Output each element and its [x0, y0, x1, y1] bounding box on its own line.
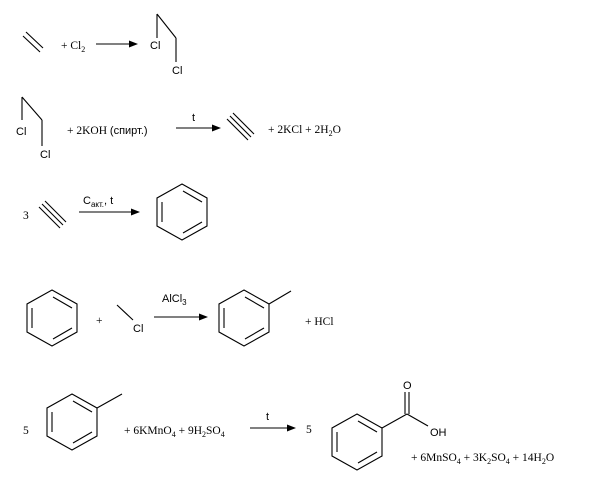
reaction-2: Cl Cl + 2KOH (спирт.) t + 2KCl + 2H2O — [16, 96, 341, 161]
coefficient: 5 — [23, 425, 29, 437]
reaction-5: 5 + 6KMnO4 + 9H2SO4 t 5 O OH + 6MnSO4 — [23, 380, 554, 471]
condition-text: t — [266, 411, 269, 423]
acetylene-structure — [38, 200, 67, 229]
byproducts-text: + 2KCl + 2H2O — [268, 124, 341, 138]
ethylene-structure — [22, 31, 44, 53]
chlorine-label: Cl — [172, 65, 182, 77]
reagent-text: + Cl2 — [61, 40, 85, 54]
coefficient: 3 — [23, 210, 29, 222]
reagent-text: + 2KOH (спирт.) — [67, 125, 148, 137]
toluene-structure — [218, 289, 292, 347]
chlorine-label: Cl — [150, 40, 160, 52]
reaction-arrow — [154, 313, 208, 321]
reaction-arrow — [250, 424, 296, 432]
benzoic-acid-structure: O OH — [331, 380, 447, 471]
acetylene-structure — [226, 112, 255, 141]
condition-text: Cакт., t — [83, 195, 113, 209]
chlorine-label: Cl — [40, 149, 50, 161]
benzene-structure — [156, 183, 208, 241]
reaction-arrow — [96, 40, 138, 48]
chlorine-label: Cl — [133, 323, 143, 335]
reaction-3: 3 Cакт., t — [23, 183, 208, 241]
toluene-structure — [46, 393, 123, 451]
chlorine-label: Cl — [16, 126, 26, 138]
dichloroethane-structure: Cl Cl — [150, 13, 182, 77]
benzene-structure — [26, 289, 78, 347]
reagent-text: + 6KMnO4 + 9H2SO4 — [124, 425, 225, 439]
reaction-4: + Cl AlCl3 + HCl — [26, 289, 334, 347]
byproduct-text: + HCl — [305, 316, 334, 328]
dichloroethane-structure: Cl Cl — [16, 96, 50, 161]
plus-sign: + — [96, 315, 103, 327]
condition-text: t — [192, 112, 195, 124]
product-coefficient: 5 — [306, 424, 312, 436]
byproducts-text: + 6MnSO4 + 3K2SO4 + 14H2O — [411, 452, 554, 466]
catalyst-text: AlCl3 — [162, 293, 187, 307]
hydroxyl-label: OH — [430, 427, 447, 439]
methyl-chloride-structure: Cl — [116, 304, 143, 335]
oxygen-label: O — [403, 380, 412, 392]
reaction-arrow — [79, 208, 140, 216]
reaction-arrow — [176, 124, 221, 132]
reaction-1: + Cl2 Cl Cl — [22, 13, 182, 77]
